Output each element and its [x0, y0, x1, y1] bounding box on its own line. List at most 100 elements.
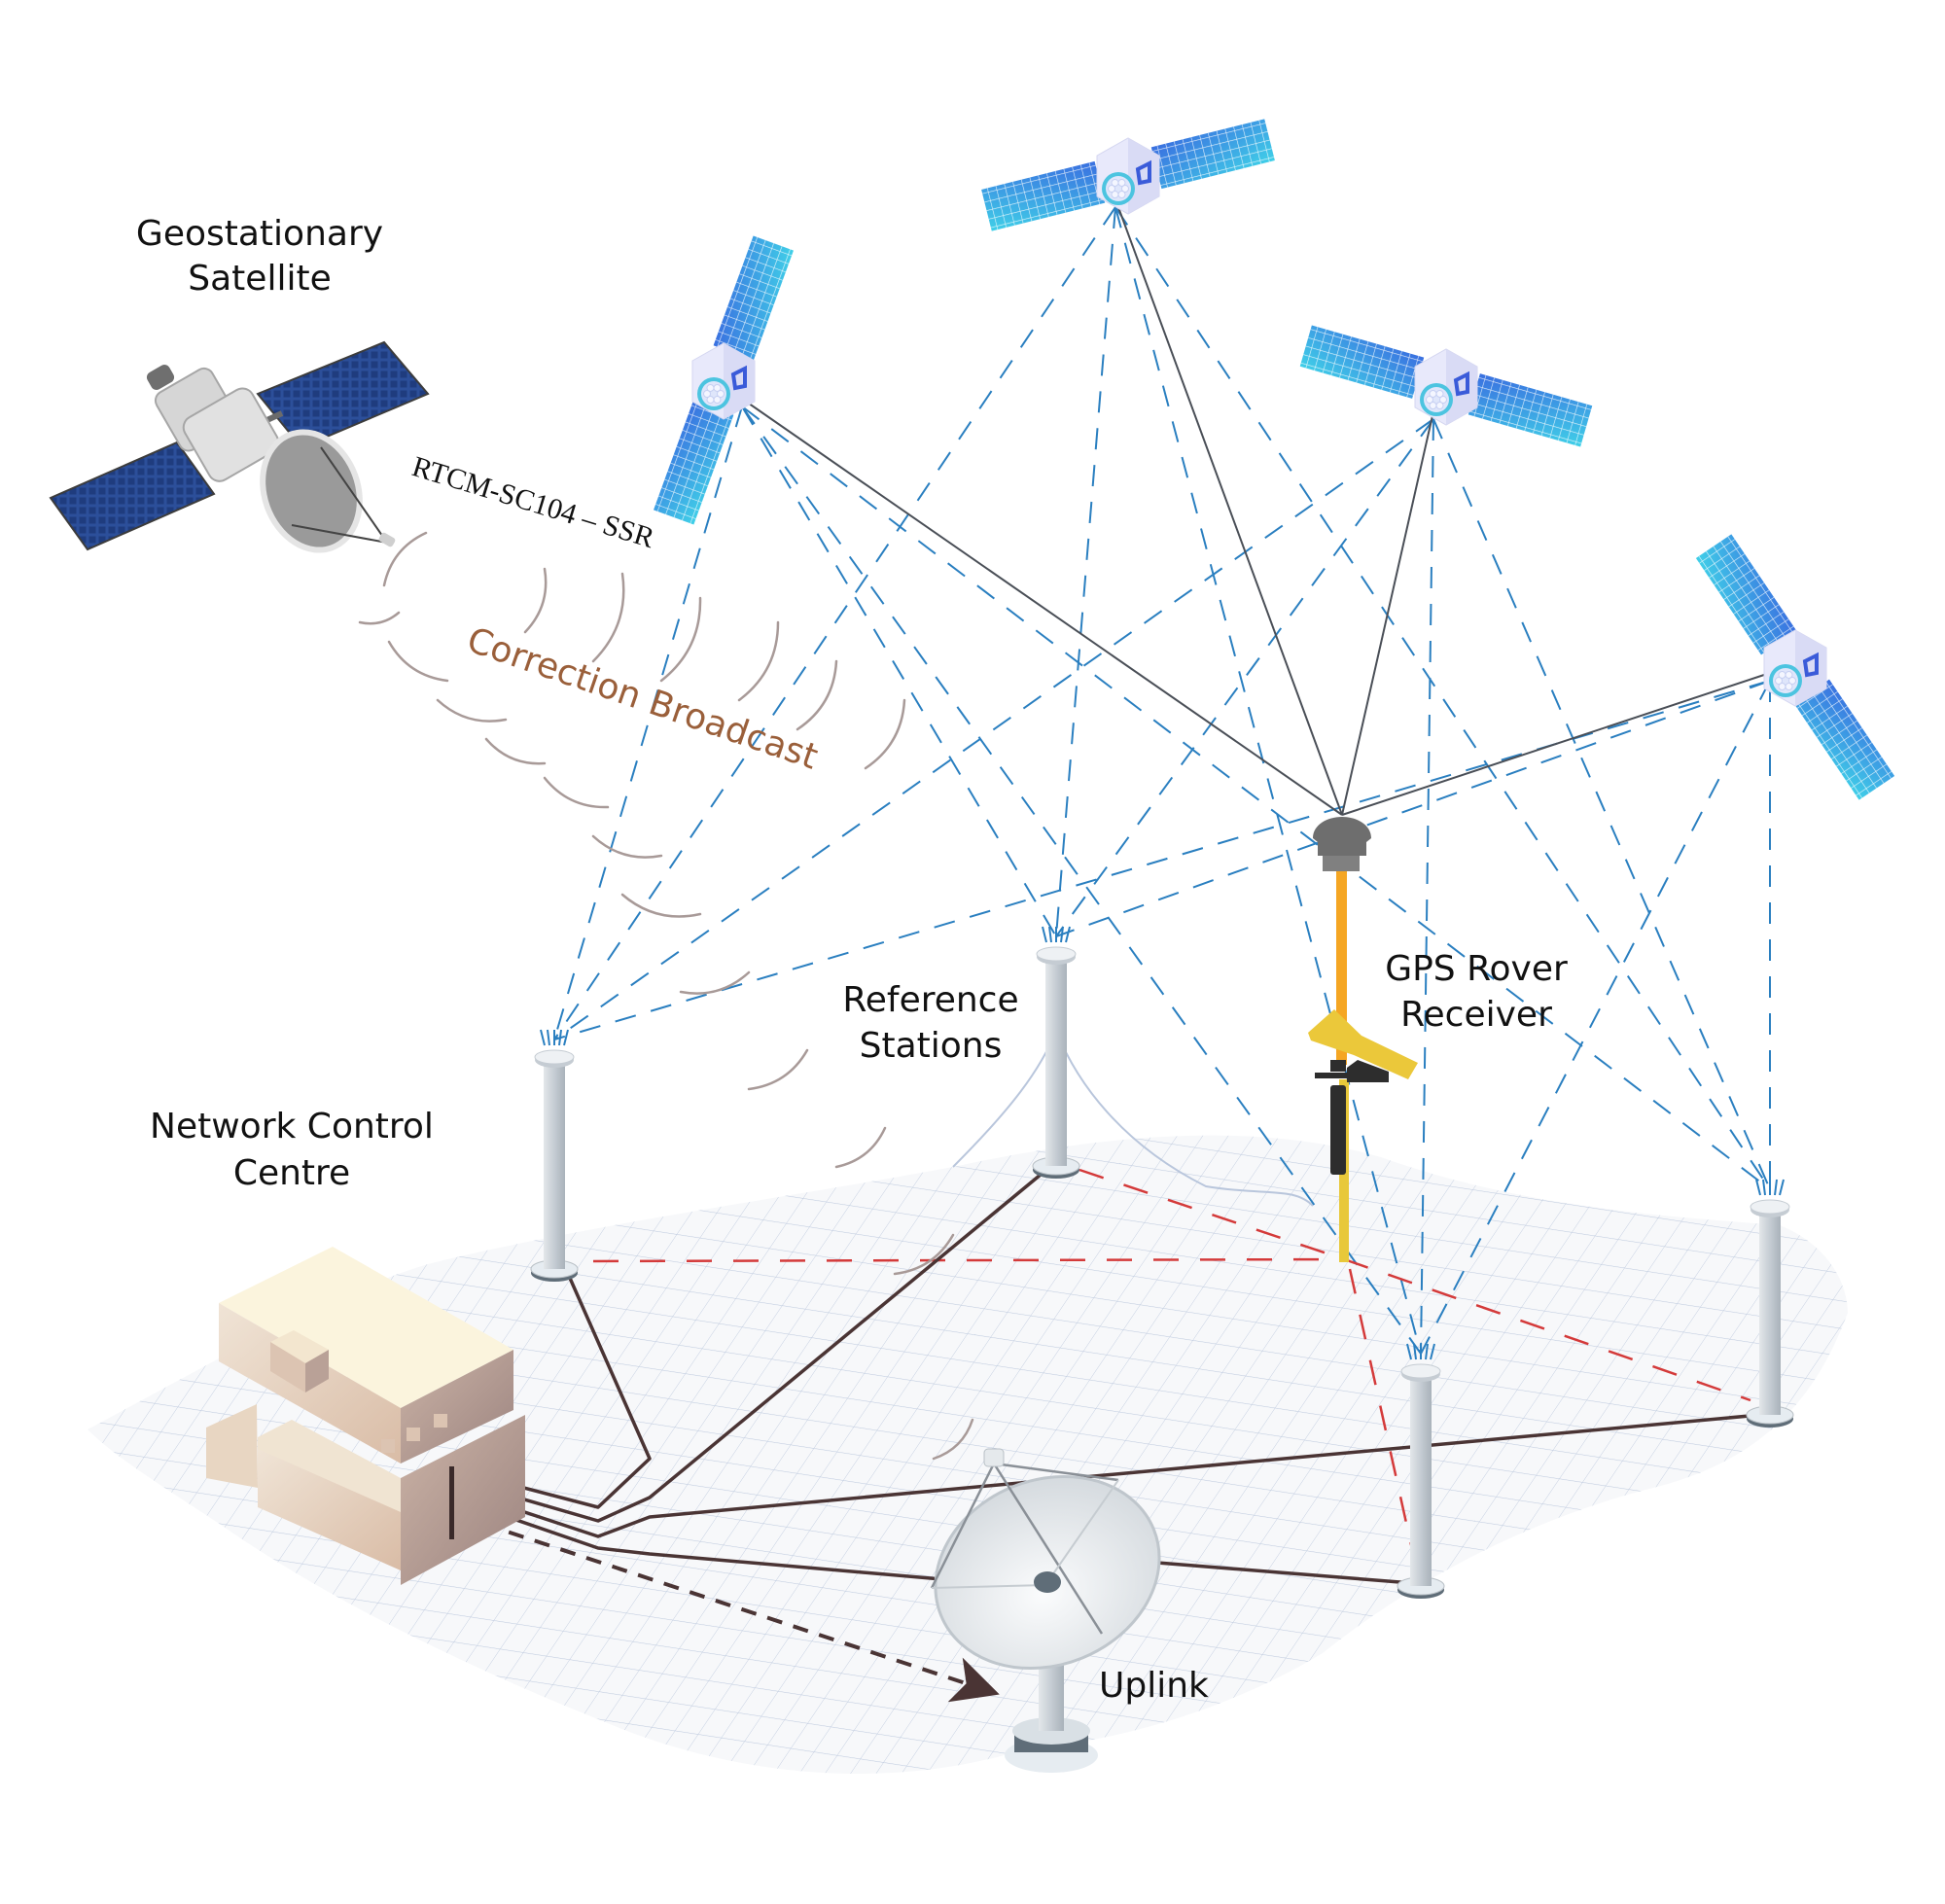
broadcast-arc [591, 572, 625, 663]
satellite-signals [553, 206, 1771, 1355]
gps-rover [1308, 817, 1418, 1262]
cable-station2 [456, 1168, 1048, 1523]
baseline-rover-station4 [1343, 1257, 1751, 1402]
broadcast-arc [796, 659, 838, 731]
rover-link-sat-3 [1341, 410, 1434, 816]
signal-sat-1-station-3 [741, 405, 1422, 1355]
rover-grip [1330, 1085, 1346, 1175]
signal-sat-2-station-4 [1114, 206, 1771, 1190]
broadcast-arc [679, 970, 751, 995]
rover-pole-upper [1336, 870, 1347, 1065]
broadcast-arc [620, 893, 702, 918]
cable-dish-station3 [1156, 1561, 1413, 1585]
signal-sat-3-station-2 [1055, 418, 1434, 937]
baseline-station1-rover [592, 1257, 1345, 1263]
label-reference-stations-line1: Reference [842, 980, 1018, 1020]
rover-antenna [1313, 817, 1371, 856]
label-protocol: RTCM-SC104 – SSR [408, 450, 658, 554]
broadcast-arc [387, 640, 449, 683]
reference-station-station-1 [530, 1029, 579, 1282]
rover-link-sat-4 [1341, 672, 1771, 816]
broadcast-arc [893, 1233, 955, 1276]
cable-station4 [456, 1413, 1761, 1538]
rover-links [741, 198, 1771, 816]
station-antenna [1400, 1363, 1441, 1379]
label-control-centre-line1: Network Control [150, 1107, 434, 1146]
reference-stations [530, 926, 1794, 1599]
broadcast-arc [543, 776, 610, 809]
broadcast-arc [436, 698, 508, 723]
dish-feed [1034, 1571, 1061, 1593]
signal-sat-3-station-1 [553, 418, 1434, 1040]
cable-station1 [456, 1275, 652, 1509]
station-antenna [534, 1049, 575, 1065]
ground-cables [456, 1168, 1761, 1585]
reference-station-station-2 [1032, 926, 1080, 1179]
broadcast-arc [382, 531, 428, 587]
broadcast-arc [864, 698, 906, 770]
label-correction-broadcast: Correction Broadcast [462, 620, 823, 778]
geo-solar-panel-right [256, 340, 430, 449]
building-top [219, 1247, 513, 1408]
terrain-hill [952, 1028, 1314, 1207]
broadcast-arcs [358, 531, 974, 1461]
cable-dish [456, 1498, 954, 1582]
signal-sat-4-station-3 [1420, 680, 1771, 1355]
gnss-satellite-sat-3 [1299, 325, 1593, 447]
broadcast-arc [591, 834, 663, 859]
uplink-dish [930, 1448, 1161, 1773]
signal-sat-3-station-4 [1432, 418, 1771, 1190]
station-antenna [1036, 946, 1077, 962]
broadcast-arc [523, 567, 548, 634]
signal-sat-3-station-3 [1420, 418, 1434, 1355]
rooftop-box [270, 1330, 329, 1363]
broadcast-arc [659, 596, 702, 683]
gnss-satellite-sat-1 [654, 235, 794, 525]
rover-link-sat-1 [741, 398, 1343, 816]
signal-sat-1-station-4 [741, 405, 1771, 1190]
station-pillar [1410, 1371, 1432, 1586]
signal-sat-2-station-3 [1114, 206, 1422, 1355]
label-control-centre-line2: Centre [233, 1153, 350, 1193]
gnss-satellite-sat-4 [1695, 534, 1895, 800]
label-rover-line2: Receiver [1400, 995, 1552, 1035]
label-uplink: Uplink [1099, 1666, 1209, 1706]
baselines [592, 1168, 1751, 1576]
signal-sat-4-station-1 [553, 680, 1771, 1040]
dish-lnb [983, 1448, 1005, 1467]
rover-link-sat-2 [1114, 198, 1343, 816]
label-rover-line1: GPS Rover [1385, 949, 1568, 989]
label-geostationary-line1: Geostationary [136, 214, 383, 254]
broadcast-arc [834, 1126, 887, 1169]
network-control-centre [206, 1247, 525, 1585]
station-pillar [544, 1057, 565, 1269]
gnss-satellites [654, 119, 1895, 800]
signal-sat-2-station-2 [1055, 206, 1116, 937]
label-reference-stations-line2: Stations [860, 1026, 1003, 1066]
broadcast-arc [484, 737, 547, 765]
station-pillar [1045, 954, 1067, 1166]
reference-station-station-3 [1397, 1343, 1445, 1599]
broadcast-arc [358, 611, 401, 625]
station-antenna [1750, 1199, 1790, 1215]
rooftop-vent [381, 1439, 395, 1453]
terrain-grid [88, 1135, 1848, 1774]
geo-solar-panel-left [49, 441, 216, 551]
label-geostationary-line2: Satellite [188, 259, 331, 299]
terrain-mesh [88, 1028, 1848, 1774]
cable-entry [449, 1466, 454, 1539]
gnss-satellite-sat-2 [981, 119, 1275, 231]
signal-sat-4-station-2 [1055, 680, 1771, 937]
building-annex [206, 1404, 258, 1488]
signal-sat-1-station-2 [741, 405, 1057, 937]
geo-dish [260, 429, 363, 553]
rover-controller [1308, 1009, 1418, 1079]
broadcast-arc [932, 1418, 974, 1461]
geostationary-satellite [49, 340, 430, 553]
broadcast-arc [737, 620, 780, 702]
uplink-arrow [456, 1513, 1000, 1703]
station-pillar [1759, 1207, 1781, 1415]
signal-sat-2-station-1 [553, 206, 1116, 1040]
broadcast-arc [747, 1048, 809, 1091]
